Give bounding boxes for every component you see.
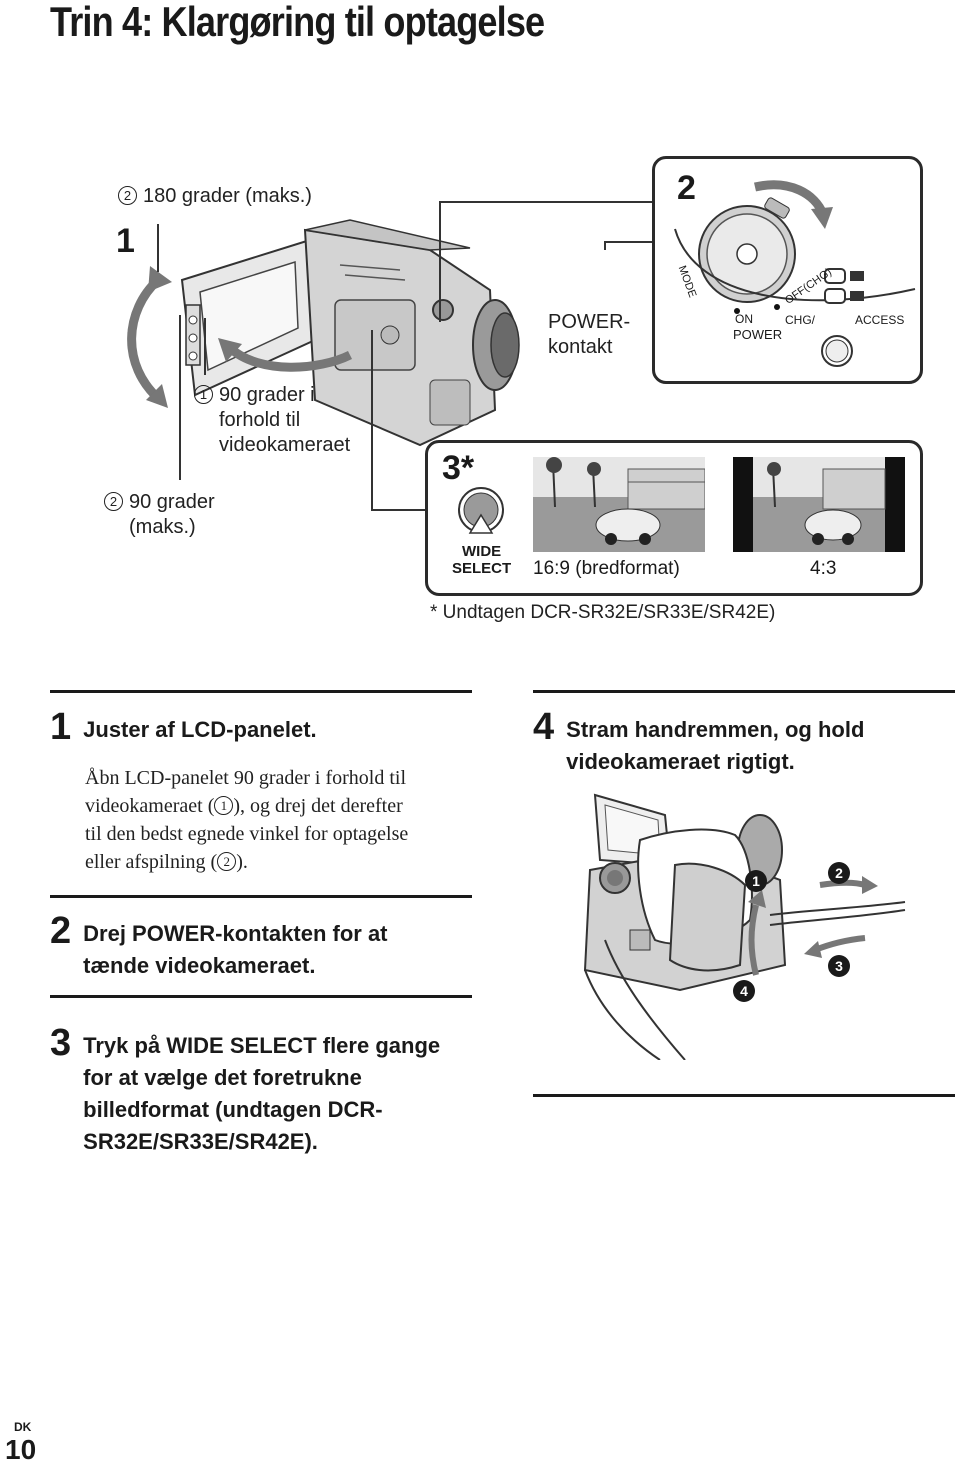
divider xyxy=(533,690,955,693)
step-3: 3 Tryk på WIDE SELECT flere gange for at… xyxy=(50,1024,480,1158)
numbered-marker: 3 xyxy=(828,955,850,977)
dial-chg-label: CHG/ xyxy=(785,313,815,327)
divider xyxy=(50,690,472,693)
step-number: 3 xyxy=(50,1022,72,1064)
numbered-marker: 1 xyxy=(745,870,767,892)
page-title: Trin 4: Klargøring til optagelse xyxy=(50,0,545,45)
dial-access-label: ACCESS xyxy=(855,313,905,327)
divider xyxy=(50,995,472,998)
step-title: Stram handremmen, og hold videokameraet … xyxy=(566,717,865,774)
ratio-4-3-label: 4:3 xyxy=(810,558,837,579)
footnote: * Undtagen DCR-SR32E/SR33E/SR42E) xyxy=(430,602,776,623)
wide-select-label: WIDE SELECT xyxy=(452,543,512,577)
numbered-marker: 4 xyxy=(733,980,755,1002)
circled-number: 2 xyxy=(217,852,237,871)
step-4: 4 Stram handremmen, og hold videokamerae… xyxy=(533,708,958,778)
divider xyxy=(50,895,472,898)
step-number: 2 xyxy=(50,910,72,952)
page-number: 10 xyxy=(5,1434,37,1465)
circled-number: 1 xyxy=(214,796,234,815)
step-title: Juster af LCD-panelet. xyxy=(83,717,317,742)
step-title: Tryk på WIDE SELECT flere gange for at v… xyxy=(83,1033,441,1154)
camcorder-illustration xyxy=(180,219,520,447)
power-dial-illustration xyxy=(674,180,916,367)
wide-select-box: 3* WIDE SELECT xyxy=(425,440,923,596)
step-body: Åbn LCD-panelet 90 grader i forhold til … xyxy=(85,767,409,873)
power-dial-box: 2 MODE ON OFF(CHG) POWER CHG/ ACCESS xyxy=(652,156,923,384)
step-title: Drej POWER-kontakten for at tænde videok… xyxy=(83,921,388,978)
circled-number: 2 xyxy=(118,186,137,205)
step-number: 1 xyxy=(50,706,72,748)
circled-number: 1 xyxy=(194,385,213,404)
box-step-number: 2 xyxy=(677,169,696,207)
dial-power-label: POWER xyxy=(733,327,783,342)
circled-number: 2 xyxy=(104,492,123,511)
power-switch-label: POWER- kontakt xyxy=(548,311,631,358)
step-1: 1 Juster af LCD-panelet. Åbn LCD-panelet… xyxy=(50,708,480,876)
divider xyxy=(533,1094,955,1097)
hand-strap-illustration xyxy=(583,793,906,1060)
box-step-number: 3* xyxy=(442,449,475,487)
ratio-16-9-label: 16:9 (bredformat) xyxy=(533,558,680,579)
language-code: DK xyxy=(14,1420,32,1434)
photo-4-3 xyxy=(733,457,905,552)
photo-16-9 xyxy=(533,457,705,552)
step-2: 2 Drej POWER-kontakten for at tænde vide… xyxy=(50,912,480,982)
figure-step-1: 1 xyxy=(116,222,135,260)
wide-select-button-icon xyxy=(458,487,504,534)
numbered-marker: 2 xyxy=(828,862,850,884)
hand-strap-figure: 1 2 3 4 xyxy=(560,790,950,1060)
rotation-arrows xyxy=(127,266,353,408)
dial-on-label: ON xyxy=(735,312,753,326)
step-number: 4 xyxy=(533,706,555,748)
